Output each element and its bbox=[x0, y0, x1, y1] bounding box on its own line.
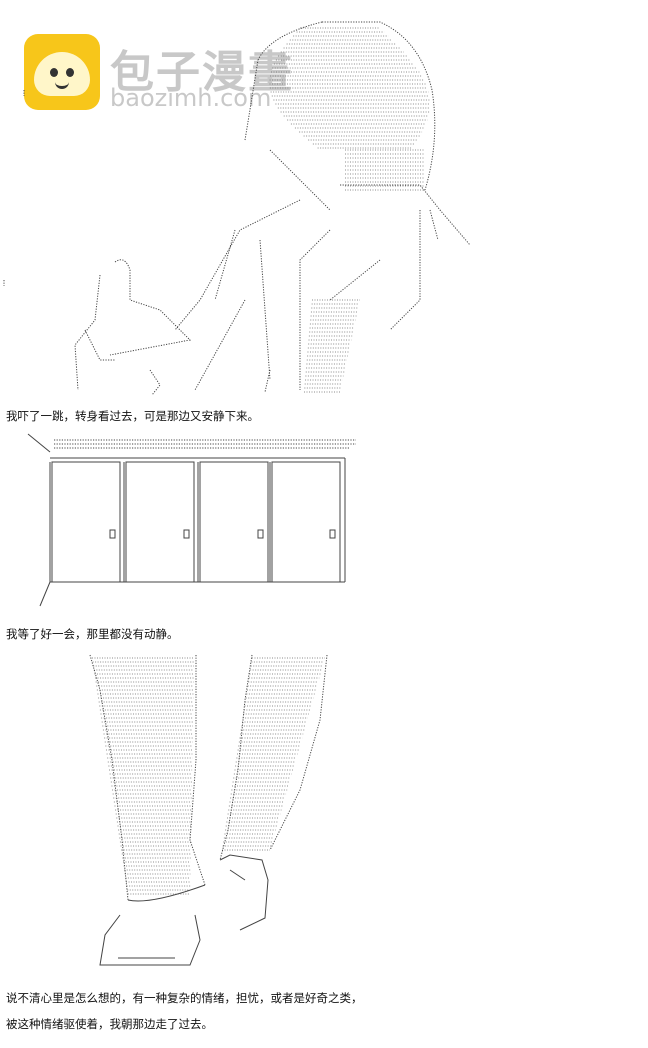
caption-4: 被这种情绪驱使着，我朝那边走了过去。 bbox=[6, 1017, 213, 1031]
watermark-title: 包子漫畫 bbox=[110, 47, 294, 98]
watermark-url: baozimh.com bbox=[110, 84, 272, 112]
watermark-logo-icon bbox=[24, 34, 100, 110]
ascii-art-figure-turning bbox=[3, 21, 471, 396]
caption-1: 我吓了一跳，转身看过去，可是那边又安静下来。 bbox=[6, 409, 259, 423]
caption-3: 说不清心里是怎么想的，有一种复杂的情绪，担忧，或者是好奇之类， bbox=[6, 991, 363, 1005]
ascii-art-doors bbox=[27, 433, 356, 607]
caption-2: 我等了好一会，那里都没有动静。 bbox=[6, 627, 179, 641]
